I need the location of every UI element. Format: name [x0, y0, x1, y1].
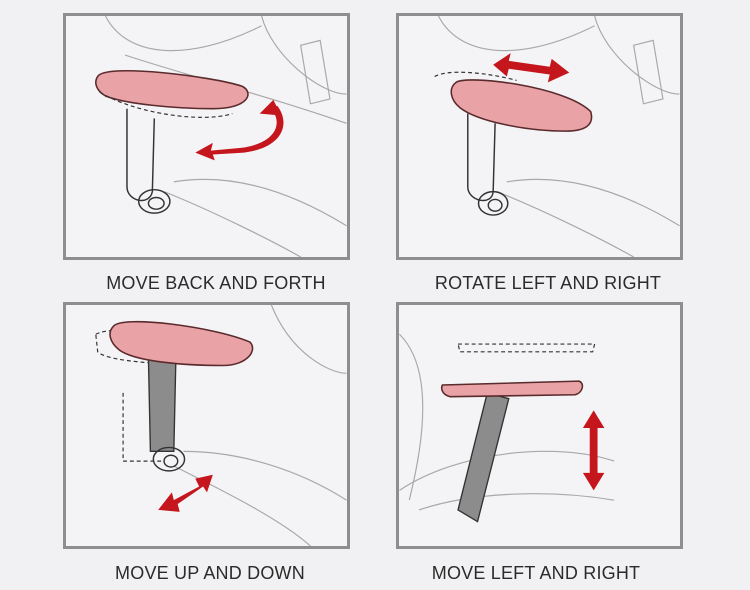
armrest-illustration-up-down	[95, 305, 347, 546]
armrest-post	[147, 357, 177, 453]
armrest-illustration-rotate	[434, 16, 680, 257]
armrest-pad	[109, 320, 254, 367]
caption-move-back-and-forth: MOVE BACK AND FORTH	[106, 273, 326, 293]
horizontal-double-arrow-icon	[493, 53, 570, 83]
panel-move-back-and-forth	[63, 13, 350, 260]
panel-move-up-and-down	[63, 302, 350, 549]
curved-double-arrow-icon	[195, 99, 284, 161]
diagonal-double-arrow-icon	[158, 474, 213, 512]
panel-rotate-left-and-right	[396, 13, 683, 260]
armrest-pad	[450, 79, 593, 132]
caption-rotate-left-and-right: ROTATE LEFT AND RIGHT	[434, 273, 662, 293]
armrest-illustration-back-forth	[95, 16, 347, 257]
panel-move-left-and-right	[396, 302, 683, 549]
caption-move-left-and-right: MOVE LEFT AND RIGHT	[431, 563, 641, 583]
armrest-pad	[95, 69, 249, 110]
vertical-double-arrow-icon	[582, 410, 605, 491]
armrest-illustration-left-right	[399, 333, 615, 523]
armrest-post	[457, 391, 510, 523]
armrest-pad	[440, 380, 584, 398]
caption-move-up-and-down: MOVE UP AND DOWN	[115, 563, 305, 583]
